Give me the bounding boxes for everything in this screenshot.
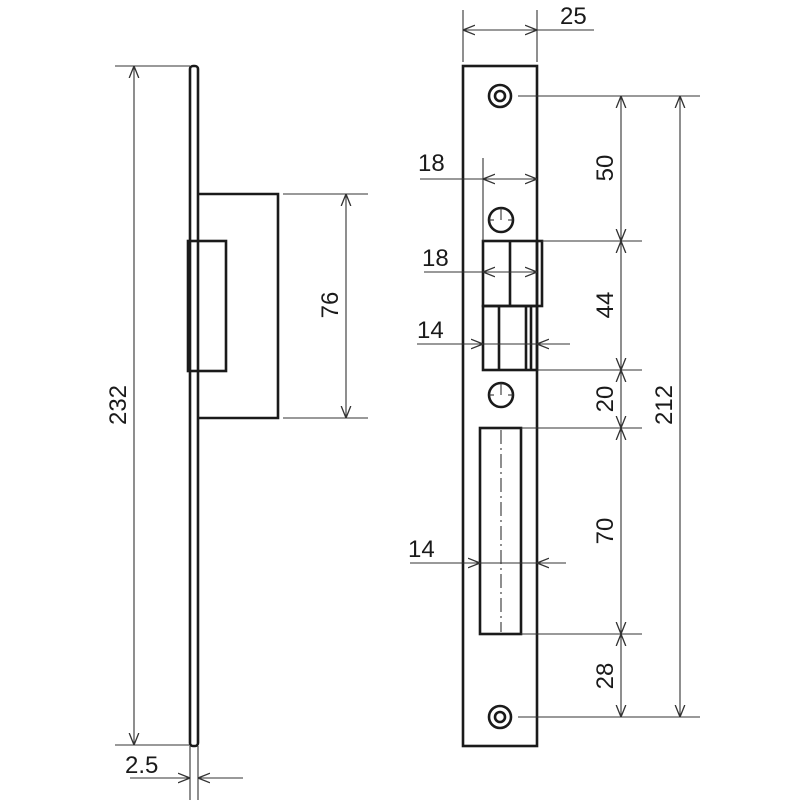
dim-20-label: 20 xyxy=(592,386,619,413)
dim-50-label: 50 xyxy=(592,155,619,182)
latch-block-upper xyxy=(481,239,544,308)
dim-232-label: 232 xyxy=(105,385,132,425)
front-view: 25 18 18 14 14 50 44 20 xyxy=(408,3,700,748)
latch-block-lower xyxy=(481,304,539,372)
bolt-slot xyxy=(478,426,523,636)
adjust-hole-upper xyxy=(487,206,515,234)
dim-70-label: 70 xyxy=(592,518,619,545)
dim-28-label: 28 xyxy=(592,663,619,690)
side-box xyxy=(198,192,280,420)
dim-212-label: 212 xyxy=(651,385,678,425)
dim-14-latch-label: 14 xyxy=(417,317,444,344)
dim-2.5-label: 2.5 xyxy=(125,752,158,779)
screw-hole-bottom xyxy=(487,704,513,730)
dim-18-upper-label: 18 xyxy=(418,150,445,177)
front-plate xyxy=(461,64,539,748)
dim-14-bolt-label: 14 xyxy=(408,536,435,563)
adjust-hole-lower xyxy=(487,381,515,409)
dim-76-label: 76 xyxy=(317,292,344,319)
dim-25-label: 25 xyxy=(560,3,587,30)
screw-hole-top xyxy=(487,83,513,109)
side-view: 232 76 2.5 xyxy=(105,64,368,800)
dim-18-lower-label: 18 xyxy=(422,245,449,272)
side-plate xyxy=(188,64,200,748)
side-latch xyxy=(186,239,228,373)
dim-44-label: 44 xyxy=(592,292,619,319)
